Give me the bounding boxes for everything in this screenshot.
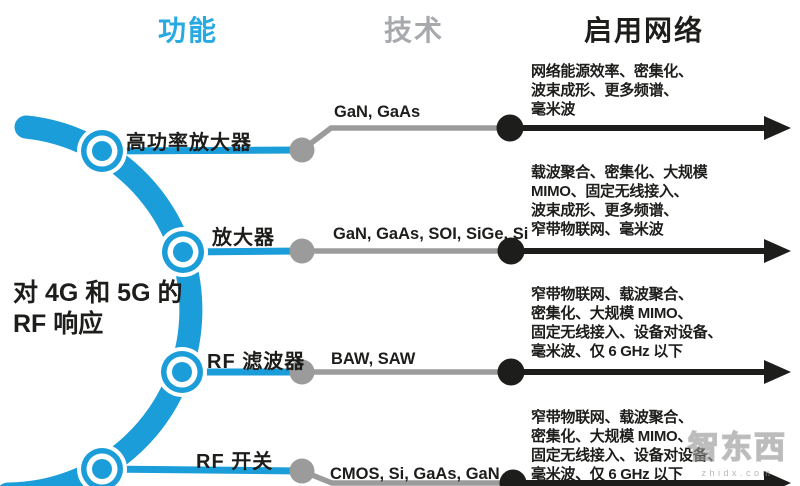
function-connector-blue [101, 465, 303, 475]
tech-label-row1: GaN, GaAs [334, 103, 421, 121]
network-list-row2: 载波聚合、密集化、大规模 MIMO、固定无线接入、 波束成形、更多频谱、 窄带物… [531, 164, 708, 238]
network-dot-icon [497, 358, 525, 386]
function-label-rf-filter: RF 滤波器 [207, 351, 306, 373]
tech-dot-icon [289, 137, 315, 163]
network-arrowhead-icon [764, 116, 791, 140]
function-node-icon [77, 444, 127, 486]
network-list-row1: 网络能源效率、密集化、 波束成形、更多频谱、 毫米波 [531, 63, 693, 118]
network-dot-icon [496, 114, 524, 142]
tech-label-row2: GaN, GaAs, SOI, SiGe, Si [333, 225, 529, 243]
function-label-amplifier: 放大器 [212, 227, 275, 249]
function-node-icon [77, 126, 127, 176]
tech-connector-gray [300, 125, 512, 153]
column-header-networks: 启用网络 [583, 15, 704, 46]
column-header-technology: 技术 [383, 15, 444, 46]
network-list-row3: 窄带物联网、载波聚合、 密集化、大规模 MIMO、 固定无线接入、设备对设备、 … [531, 286, 723, 360]
function-connector-blue [101, 146, 303, 155]
function-node-icon [158, 227, 208, 277]
tech-label-row3: BAW, SAW [331, 350, 416, 368]
network-arrowhead-icon [764, 360, 791, 384]
function-label-high-power-amplifier: 高功率放大器 [126, 132, 252, 154]
tech-dot-icon [289, 359, 315, 385]
tech-label-row4: CMOS, Si, GaAs, GaN [330, 465, 500, 483]
function-node-icon [157, 347, 207, 397]
network-arrowhead-icon [764, 239, 791, 263]
side-title: 对 4G 和 5G 的 RF 响应 [13, 279, 183, 338]
tech-dot-icon [289, 458, 315, 484]
network-list-row4: 窄带物联网、载波聚合、 密集化、大规模 MIMO、 固定无线接入、设备对设备、 … [531, 409, 723, 483]
column-header-function: 功能 [157, 15, 218, 46]
function-label-rf-switch: RF 开关 [196, 451, 274, 473]
network-dot-icon [497, 237, 525, 265]
tech-dot-icon [289, 238, 315, 264]
network-dot-icon [499, 469, 527, 486]
network-arrowhead-icon [764, 471, 791, 486]
